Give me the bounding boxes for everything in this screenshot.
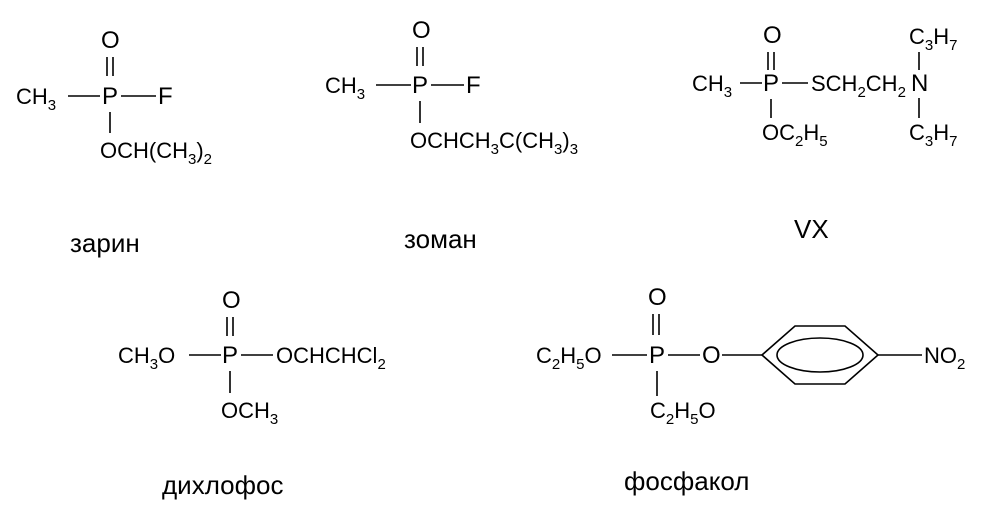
soman-structure: O CH3 P F OCHCH3C(CH3)3 зоман [325,17,578,254]
phosphacol-structure: O C2H5O P O NO2 C2H5O фосфакол [536,284,965,496]
vx-propyl-top: C3H7 [909,24,957,54]
phosphacol-name-label: фосфакол [624,466,749,496]
vx-thioethyl: SCH2CH2 [811,71,906,101]
vx-nitrogen: N [911,70,928,97]
phosphacol-ring-oxygen: O [702,342,721,369]
vx-propyl-bottom: C3H7 [909,120,957,150]
dichlorvos-oxygen: O [222,287,241,314]
soman-pinacolyloxy: OCHCH3C(CH3)3 [410,128,578,158]
vx-name-label: VX [794,214,829,244]
phosphacol-ethoxy-left: C2H5O [536,343,602,373]
phosphacol-ethoxy-bottom: C2H5O [650,398,716,428]
sarin-structure: O CH3 P F OCH(CH3)2 зарин [16,27,212,258]
dichlorvos-dichlorovinyl: OCHCHCl2 [276,343,386,373]
soman-methyl: CH3 [325,73,365,103]
sarin-methyl: CH3 [16,84,56,114]
soman-phosphorus: P [412,72,428,99]
vx-structure: O CH3 P SCH2CH2 N C3H7 C3H7 OC2H5 VX [692,22,957,244]
vx-methyl: CH3 [692,71,732,101]
phosphacol-oxygen: O [648,284,667,311]
sarin-oxygen: O [101,27,120,54]
dichlorvos-phosphorus: P [222,342,238,369]
soman-name-label: зоман [404,224,477,254]
dichlorvos-methoxy-bottom: OCH3 [221,398,278,428]
vx-phosphorus: P [763,70,779,97]
dichlorvos-structure: O CH3O P OCHCHCl2 OCH3 дихлофос [118,287,386,500]
sarin-isopropoxy: OCH(CH3)2 [100,138,212,168]
dichlorvos-name-label: дихлофос [162,470,283,500]
phosphacol-phosphorus: P [649,342,665,369]
sarin-fluorine: F [158,83,173,110]
vx-ethoxy: OC2H5 [762,120,828,150]
phosphacol-nitro: NO2 [924,343,965,373]
sarin-phosphorus: P [102,83,118,110]
benzene-ring [760,325,880,385]
vx-oxygen: O [763,22,782,49]
sarin-name-label: зарин [70,228,140,258]
dichlorvos-methoxy-left: CH3O [118,343,175,373]
soman-oxygen: O [412,17,431,44]
soman-fluorine: F [466,72,481,99]
benzene-aromatic-circle [776,337,864,373]
